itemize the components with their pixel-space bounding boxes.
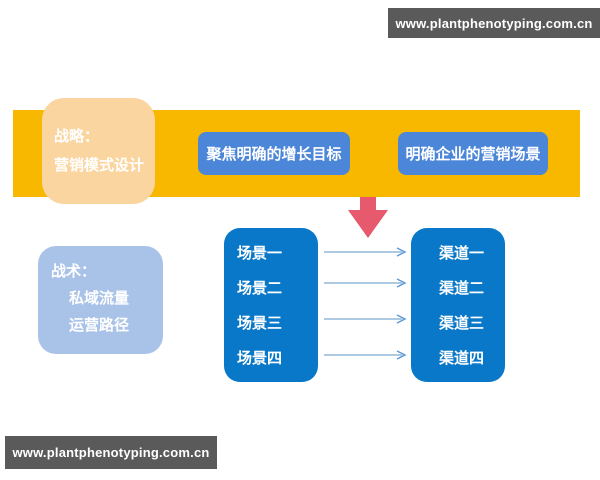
tactics-label-line2: 私域流量 [69,290,130,307]
channel-item: 渠道一 [439,245,485,262]
watermark-top-text: www.plantphenotyping.com.cn [395,15,593,31]
channel-item: 渠道四 [439,350,485,367]
strategy-label-line1: 战略： [54,128,100,145]
growth-goal-text: 聚焦明确的增长目标 [206,146,342,163]
scenario-item: 场景二 [237,280,283,297]
tactics-label-box: 战术： 私域流量 运营路径 [38,246,163,354]
flow-arrows [324,247,407,360]
marketing-scene-text: 明确企业的营销场景 [405,146,541,163]
marketing-scene-pill: 明确企业的营销场景 [398,132,548,175]
tactics-label-line1: 战术： [51,263,97,280]
watermark-bottom-text: www.plantphenotyping.com.cn [12,445,210,460]
channel-list-box: 渠道一 渠道二 渠道三 渠道四 [411,228,505,382]
channel-item: 渠道二 [439,280,485,297]
scenario-item: 场景四 [237,350,283,367]
scenario-item: 场景三 [237,315,283,332]
scenario-list-box: 场景一 场景二 场景三 场景四 [224,228,318,382]
growth-goal-pill: 聚焦明确的增长目标 [198,132,350,175]
down-arrow-icon [348,197,388,238]
channel-item: 渠道三 [439,315,485,332]
watermark-bottom: www.plantphenotyping.com.cn [5,436,217,469]
strategy-label-line2: 营销模式设计 [54,157,145,174]
strategy-label-box: 战略： 营销模式设计 [42,98,155,204]
tactics-label-line3: 运营路径 [69,317,130,334]
scenario-item: 场景一 [237,245,283,262]
watermark-top: www.plantphenotyping.com.cn [388,8,600,38]
